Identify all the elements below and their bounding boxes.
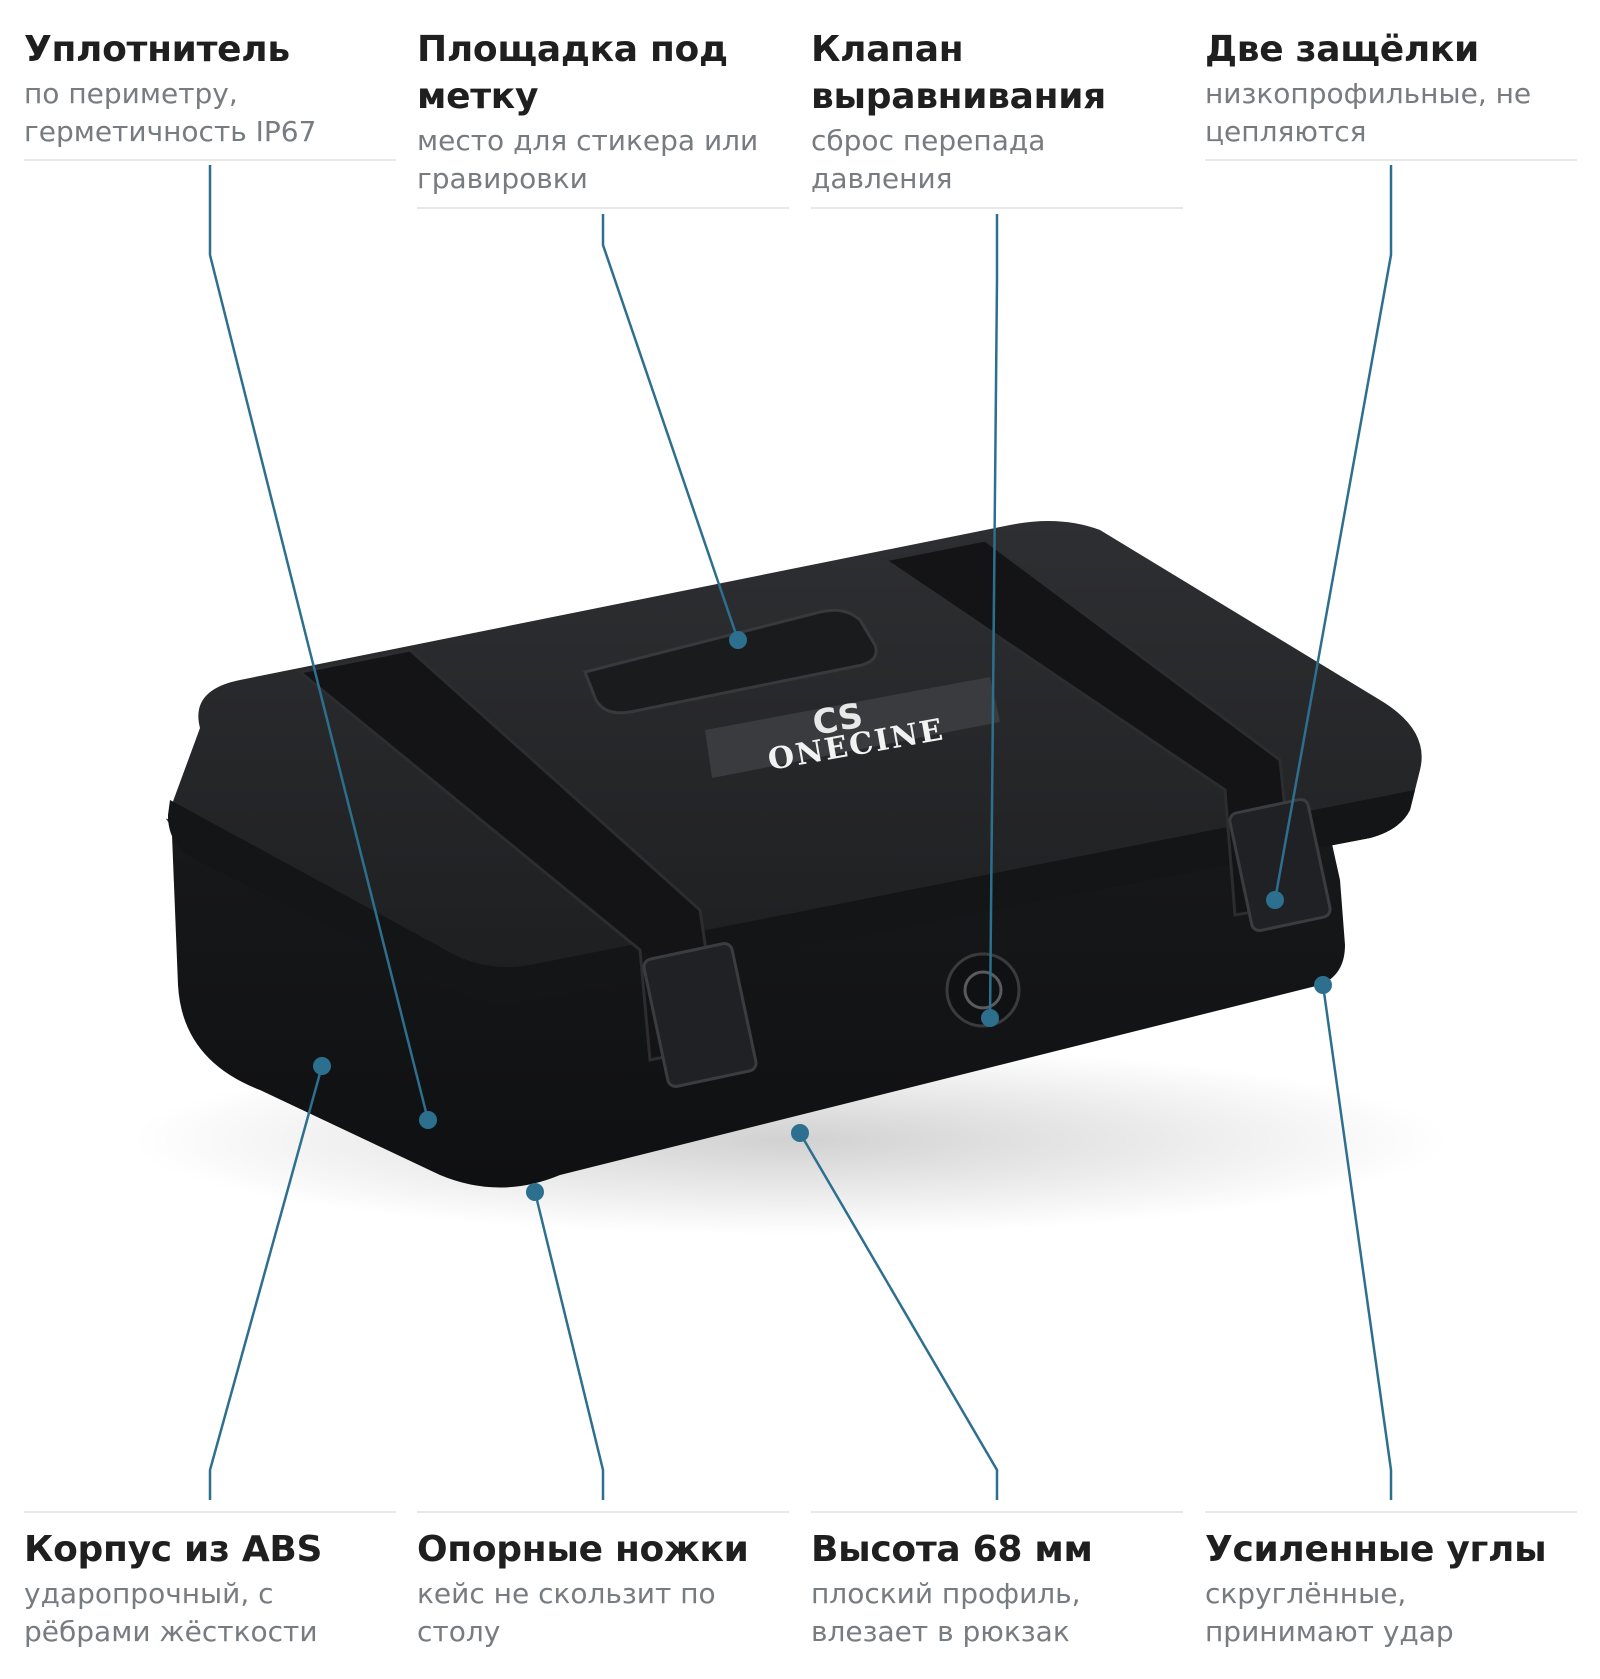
callout-title: Уплотнитель [24,29,290,70]
divider [811,207,1183,209]
latch-right [1228,797,1332,933]
callout-title: Площадка под метку [417,29,728,117]
leader-line-latches [1273,165,1393,901]
brand-badge [705,677,1000,778]
callout-valve: Клапан выравнивания сброс перепада давле… [811,26,1183,198]
leader-line-seal [208,165,430,1121]
callout-title: Усиленные углы [1205,1529,1547,1570]
callout-feet: Опорные ножки кейс не скользит по столу [417,1526,789,1651]
pressure-valve [945,952,1021,1028]
callout-abs-body: Корпус из ABS ударопрочный, с рёбрами жё… [24,1526,396,1651]
anchor-dot-label-pad [729,631,747,649]
callout-title: Высота 68 мм [811,1529,1093,1570]
brand-logo-mark: CS [810,696,866,744]
divider [1205,159,1577,161]
leader-lines [208,165,1393,1500]
leader-line-label-pad [601,214,740,641]
anchor-dot-latches [1266,891,1284,909]
callout-title: Опорные ножки [417,1529,749,1570]
callout-description: место для стикера или гравировки [417,124,759,195]
callout-description: по периметру, герметичность IP67 [24,77,317,148]
callout-description: скруглённые, принимают удар [1205,1577,1454,1648]
callout-description: сброс перепада давления [811,124,1046,195]
callout-description: кейс не скользит по столу [417,1577,716,1648]
leader-line-valve [988,214,999,1019]
leader-line-feet [533,1191,605,1500]
anchor-dot-abs-body [313,1057,331,1075]
callout-corners: Усиленные углы скруглённые, принимают уд… [1205,1526,1577,1651]
callout-title: Клапан выравнивания [811,29,1106,117]
callout-seal: Уплотнитель по периметру, герметичность … [24,26,396,151]
callout-title: Корпус из ABS [24,1529,323,1570]
callout-description: плоский профиль, влезает в рюкзак [811,1577,1081,1648]
divider [811,1511,1183,1513]
callout-latches: Две защёлки низкопрофильные, не цепляютс… [1205,26,1577,151]
leader-line-abs-body [208,1065,324,1500]
leader-line-height [798,1132,999,1500]
callout-description: ударопрочный, с рёбрами жёсткости [24,1577,318,1648]
anchor-dot-height [791,1124,809,1142]
divider [24,159,396,161]
anchor-dot-corners [1314,976,1332,994]
latch-left [642,942,758,1088]
anchor-dot-valve [981,1009,999,1027]
divider [24,1511,396,1513]
divider [417,1511,789,1513]
anchor-dot-seal [419,1111,437,1129]
callout-height: Высота 68 мм плоский профиль, влезает в … [811,1526,1183,1651]
callout-description: низкопрофильные, не цепляются [1205,77,1532,148]
divider [1205,1511,1577,1513]
divider [417,207,789,209]
pressure-valve-inner [963,970,1003,1010]
callout-title: Две защёлки [1205,29,1479,70]
leader-line-corners [1321,984,1393,1500]
label-pad [582,608,878,715]
anchor-dot-feet [526,1183,544,1201]
callout-label-pad: Площадка под метку место для стикера или… [417,26,789,198]
